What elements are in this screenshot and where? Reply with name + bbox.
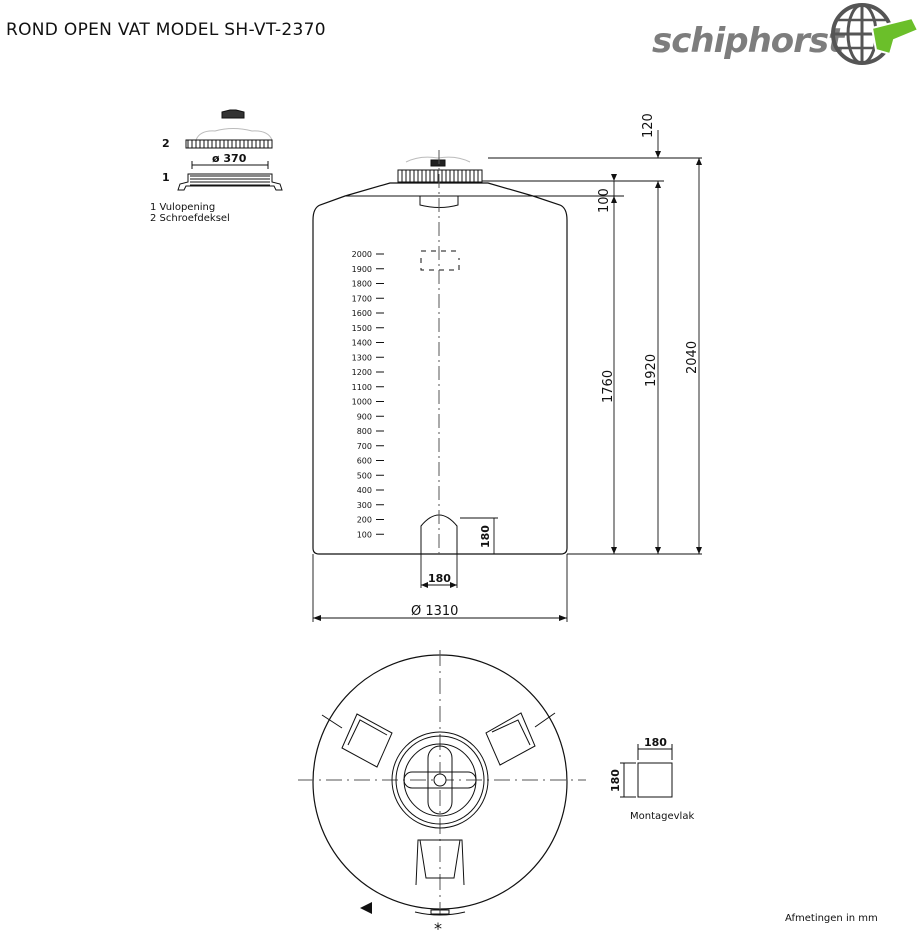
tank-top-view xyxy=(298,650,586,916)
dim-1760: 1760 xyxy=(601,370,616,403)
scale-label: 600 xyxy=(357,457,372,466)
legend-item-2: 2 Schroefdeksel xyxy=(150,213,230,224)
arrowheads xyxy=(313,151,702,621)
volume-scale: 2000 1900 1800 1700 1600 1500 1400 1300 1200 1100… xyxy=(352,250,384,539)
dim-1920: 1920 xyxy=(644,354,659,387)
tank-side-view xyxy=(312,150,568,558)
scale-label: 1900 xyxy=(352,265,372,274)
legend-item-1: 1 Vulopening xyxy=(150,202,215,213)
units-note: Afmetingen in mm xyxy=(785,913,878,924)
dim-diameter: Ø 1310 xyxy=(411,604,458,619)
mount-width: 180 xyxy=(644,736,667,749)
scale-label: 200 xyxy=(357,516,372,525)
mount-height: 180 xyxy=(609,769,622,792)
mount-label: Montagevlak xyxy=(630,811,694,822)
page-title: ROND OPEN VAT MODEL SH-VT-2370 xyxy=(6,20,326,40)
scale-label: 500 xyxy=(357,471,372,480)
direction-marker-icon xyxy=(360,902,372,914)
dim-180-vertical: 180 xyxy=(479,525,492,548)
dimension-lines xyxy=(312,130,702,622)
dim-100: 100 xyxy=(597,188,612,213)
scale-label: 1600 xyxy=(352,309,372,318)
filler-detail xyxy=(177,109,283,191)
dim-2040: 2040 xyxy=(685,341,700,374)
brand-name-part1: schip xyxy=(652,21,748,61)
scale-label: 1300 xyxy=(352,353,372,362)
arrow-icon xyxy=(870,16,920,56)
scale-label: 1100 xyxy=(352,383,372,392)
scale-label: 900 xyxy=(357,412,372,421)
lid-diameter-label: ø 370 xyxy=(212,152,247,165)
brand-logo: schiphorst xyxy=(652,3,920,65)
scale-label: 300 xyxy=(357,501,372,510)
legend-num-2: 2 xyxy=(162,137,170,150)
scale-label: 1700 xyxy=(352,294,372,303)
scale-label: 800 xyxy=(357,427,372,436)
scale-label: 100 xyxy=(357,530,372,539)
scale-label: 1500 xyxy=(352,324,372,333)
dim-120: 120 xyxy=(641,113,656,138)
legend-num-1: 1 xyxy=(162,171,170,184)
scale-label: 1800 xyxy=(352,280,372,289)
scale-label: 700 xyxy=(357,442,372,451)
scale-label: 1000 xyxy=(352,398,372,407)
scale-label: 1200 xyxy=(352,368,372,377)
svg-text:schiphorst: schiphorst xyxy=(652,21,846,61)
mount-surface xyxy=(620,744,673,798)
scale-label: 2000 xyxy=(352,250,372,259)
brand-name-part2: horst xyxy=(748,21,847,61)
scale-label: 400 xyxy=(357,486,372,495)
dim-180-horizontal: 180 xyxy=(428,572,451,585)
star-marker-icon: * xyxy=(434,919,442,938)
scale-label: 1400 xyxy=(352,339,372,348)
